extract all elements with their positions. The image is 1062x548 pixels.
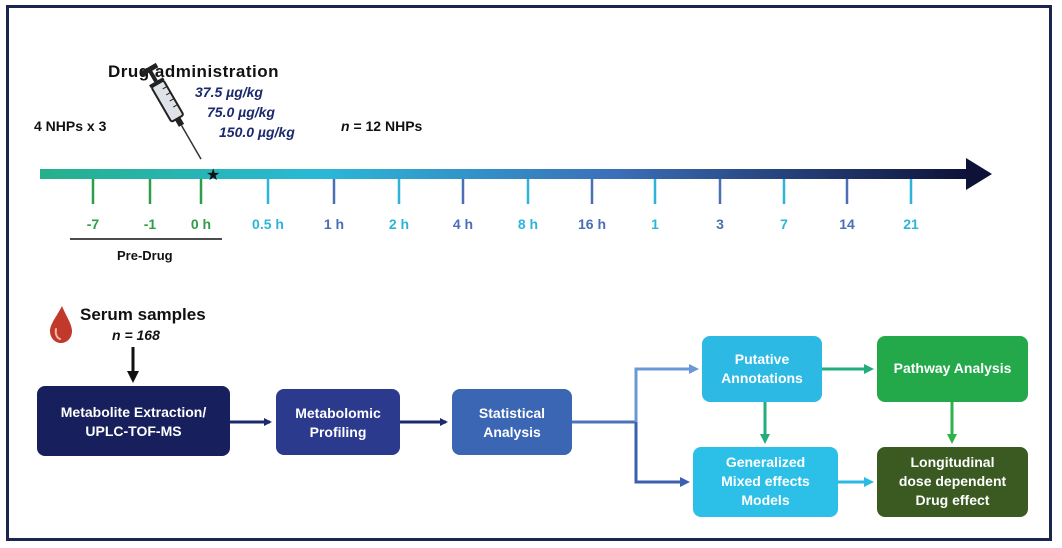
longitudinal-label-line1: Longitudinal: [911, 454, 995, 470]
mixed-effects-box: [693, 447, 838, 517]
profiling-label-line1: Metabolomic: [295, 405, 381, 421]
profiling-label-line2: Profiling: [310, 424, 367, 440]
putative-label-line1: Putative: [735, 351, 790, 367]
group-size-right: n = 12 NHPs: [341, 118, 423, 134]
dose-low: 37.5 µg/kg: [195, 84, 263, 100]
blood-drop-highlight: [54, 328, 61, 340]
statistical-box: [452, 389, 572, 455]
profiling-box: [276, 389, 400, 455]
pathway-box: [877, 336, 1028, 402]
dose-high: 150.0 µg/kg: [219, 124, 295, 140]
to-putative-arrow: [634, 364, 699, 422]
serum-samples-title: Serum samples: [80, 305, 206, 324]
to-mixed-effects-arrow: [634, 422, 690, 487]
mixed-effects-label-line2: Mixed effects: [721, 473, 810, 489]
syringe-icon: [140, 62, 202, 160]
timeline-tick-label: 16 h: [578, 216, 606, 232]
sample-count: n = 168: [112, 327, 160, 343]
timeline-bar: [40, 169, 968, 179]
timeline-tick-label: 7: [780, 216, 788, 232]
timeline-tick-label: 14: [839, 216, 855, 232]
statistical-label-line1: Statistical: [479, 405, 545, 421]
longitudinal-label-line2: dose dependent: [899, 473, 1007, 489]
mixed-effects-label-line3: Models: [741, 492, 789, 508]
timeline-tick-label: 1: [651, 216, 659, 232]
timeline-tick-label: -7: [87, 216, 100, 232]
extraction-label-line1: Metabolite Extraction/: [61, 404, 207, 420]
timeline-tick-label: 0 h: [191, 216, 211, 232]
extraction-label-line2: UPLC-TOF-MS: [85, 423, 181, 439]
timeline-tick-label: 1 h: [324, 216, 344, 232]
timeline-tick-label: -1: [144, 216, 157, 232]
longitudinal-box: [877, 447, 1028, 517]
timeline-tick-label: 8 h: [518, 216, 538, 232]
timeline-tick-label: 2 h: [389, 216, 409, 232]
putative-label-line2: Annotations: [721, 370, 803, 386]
timeline-tick-label: 21: [903, 216, 919, 232]
drug-administration-label: Drug administration: [108, 62, 279, 81]
dose-mid: 75.0 µg/kg: [207, 104, 275, 120]
administration-star-icon: ★: [206, 167, 220, 184]
extraction-box: [37, 386, 230, 456]
timeline-tick-label: 4 h: [453, 216, 473, 232]
diagram-frame: [6, 5, 1052, 541]
blood-drop-icon: [50, 306, 72, 343]
timeline-tick-label: 0.5 h: [252, 216, 284, 232]
mixed-effects-label-line1: Generalized: [726, 454, 805, 470]
predrug-label: Pre-Drug: [117, 248, 173, 263]
group-size-left: 4 NHPs x 3: [34, 118, 107, 134]
longitudinal-label-line3: Drug effect: [916, 492, 990, 508]
timeline-tick-label: 3: [716, 216, 724, 232]
timeline-ticks: -7 -1 0 h 0.5 h 1 h 2 h 4 h 8 h 16 h 1 3 7 14 21: [87, 179, 919, 232]
putative-box: [702, 336, 822, 402]
pathway-label: Pathway Analysis: [894, 360, 1012, 376]
statistical-label-line2: Analysis: [483, 424, 541, 440]
timeline-arrowhead: [966, 158, 992, 190]
